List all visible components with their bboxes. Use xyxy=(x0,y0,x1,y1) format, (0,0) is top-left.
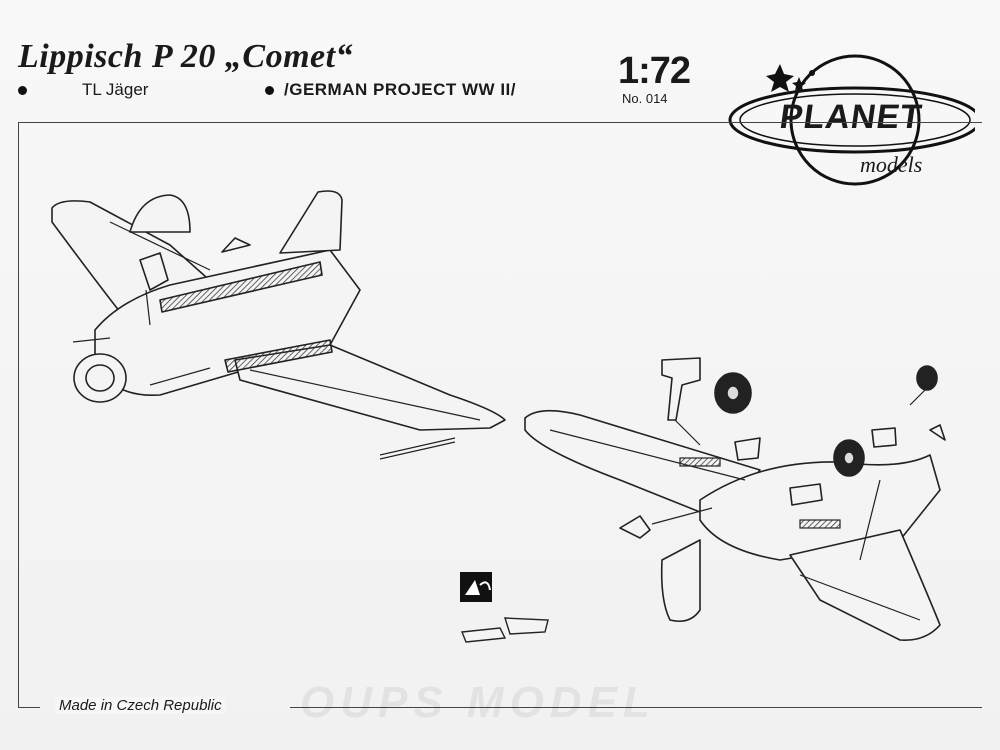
bullet-icon xyxy=(18,86,27,96)
small-parts xyxy=(461,617,549,643)
page-title: Lippisch P 20 „Comet“ xyxy=(18,38,354,75)
lower-tail-fin xyxy=(660,539,701,623)
intake-cone xyxy=(619,515,651,539)
lower-wing-right xyxy=(789,529,941,642)
watermark: OUPS MODEL xyxy=(300,678,656,727)
gear-door xyxy=(734,437,761,461)
subtitle-right: /GERMAN PROJECT WW II/ xyxy=(265,80,516,100)
frame-line xyxy=(18,122,19,707)
frame-line xyxy=(18,707,40,708)
star-icon xyxy=(792,77,806,91)
right-wing xyxy=(234,344,506,431)
frame-line xyxy=(290,707,982,708)
footer-origin: Made in Czech Republic xyxy=(55,697,226,714)
cockpit-canopy xyxy=(129,194,191,233)
glue-icon xyxy=(460,572,492,602)
frame-line xyxy=(18,122,982,123)
planet-models-logo xyxy=(728,54,975,186)
logo-sub-text: models xyxy=(860,152,923,177)
bullet-icon xyxy=(265,86,274,96)
subtitle-right-text: /GERMAN PROJECT WW II/ xyxy=(284,80,516,99)
tail-wheel xyxy=(916,365,938,391)
kit-number: No. 014 xyxy=(622,91,668,106)
star-icon xyxy=(766,64,794,92)
scale-label: 1:72 xyxy=(618,50,691,92)
tail-fin xyxy=(279,190,343,254)
subtitle-left-text: TL Jäger xyxy=(82,80,149,99)
subtitle-left: TL Jäger xyxy=(18,80,148,100)
landing-gear-leg xyxy=(661,357,701,421)
seat xyxy=(139,252,169,291)
